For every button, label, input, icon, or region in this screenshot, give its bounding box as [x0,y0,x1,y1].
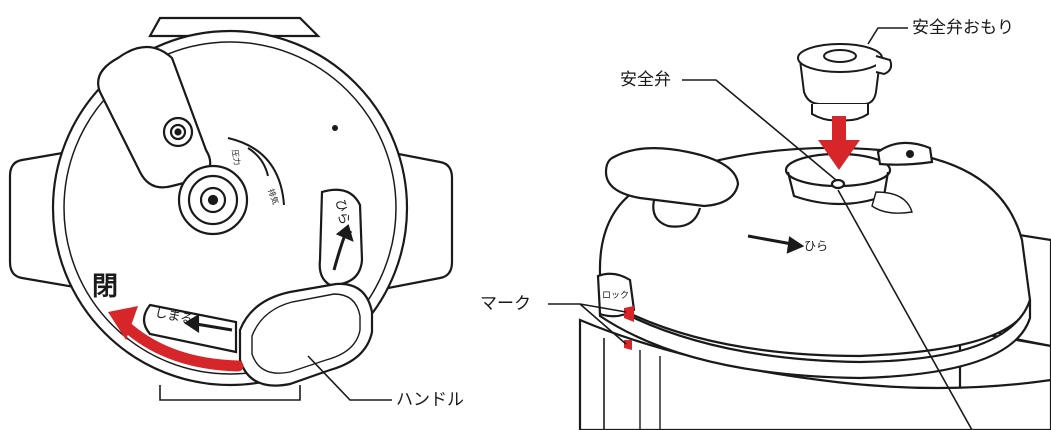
rear-lug [876,141,934,166]
lid-rim-band [598,298,1032,380]
red-mark-upper [624,306,634,322]
close-arrowhead [183,314,200,334]
close-track [142,303,238,354]
pot-body-rib [639,350,661,430]
red-down-arrow-shaft [832,116,846,144]
valve-pin [830,178,846,190]
red-close-arrowhead [108,306,138,340]
red-down-arrowhead [818,140,860,170]
dome-open-arrow [747,234,793,246]
open-track [318,188,364,287]
mark-label: マーク [480,294,531,314]
rear-lug-hole [906,150,914,158]
lid-small-mark [332,125,338,131]
handle-label: ハンドル [396,390,464,410]
valve-dial-center [207,194,219,206]
weight-tab [875,55,893,76]
leader-line-handle [307,355,392,401]
red-mark-lower [624,340,632,350]
lid-top-view [8,16,454,401]
lid-base-strip [159,385,301,401]
safety-valve-weight [797,43,893,122]
dome-text-lock: ロック [602,290,629,301]
lid-text-pressure: 圧力 [230,149,243,166]
pressure-selector-arc [227,137,285,206]
main-handle-inner [251,293,361,374]
pot-body [578,318,1051,430]
dome-open-arrowhead [786,236,805,254]
lid-inner-rim [63,41,397,375]
leader-line-mark [548,303,627,345]
leader-line-weight [867,27,908,45]
top-knob-stem [652,199,702,228]
leader-line-valve-down [837,189,973,430]
red-close-arrow [122,322,244,372]
lid-text-open: ひらく [332,198,354,239]
safety-valve-weight-label: 安全弁おもり [912,18,1014,38]
close-arrow [195,322,233,332]
selector-arrow [247,147,269,177]
leader-line-valve [682,79,837,181]
weight-top-inner [823,49,857,63]
top-knob [604,147,740,208]
safety-valve-label: 安全弁 [620,70,671,90]
open-arrowhead [335,224,354,242]
arm-knob-center [174,128,182,136]
cooker-perspective-view [578,141,1051,430]
close-label: 閉 [92,272,119,302]
dome-text-open: ひら [804,239,828,253]
side-dial [871,191,913,214]
